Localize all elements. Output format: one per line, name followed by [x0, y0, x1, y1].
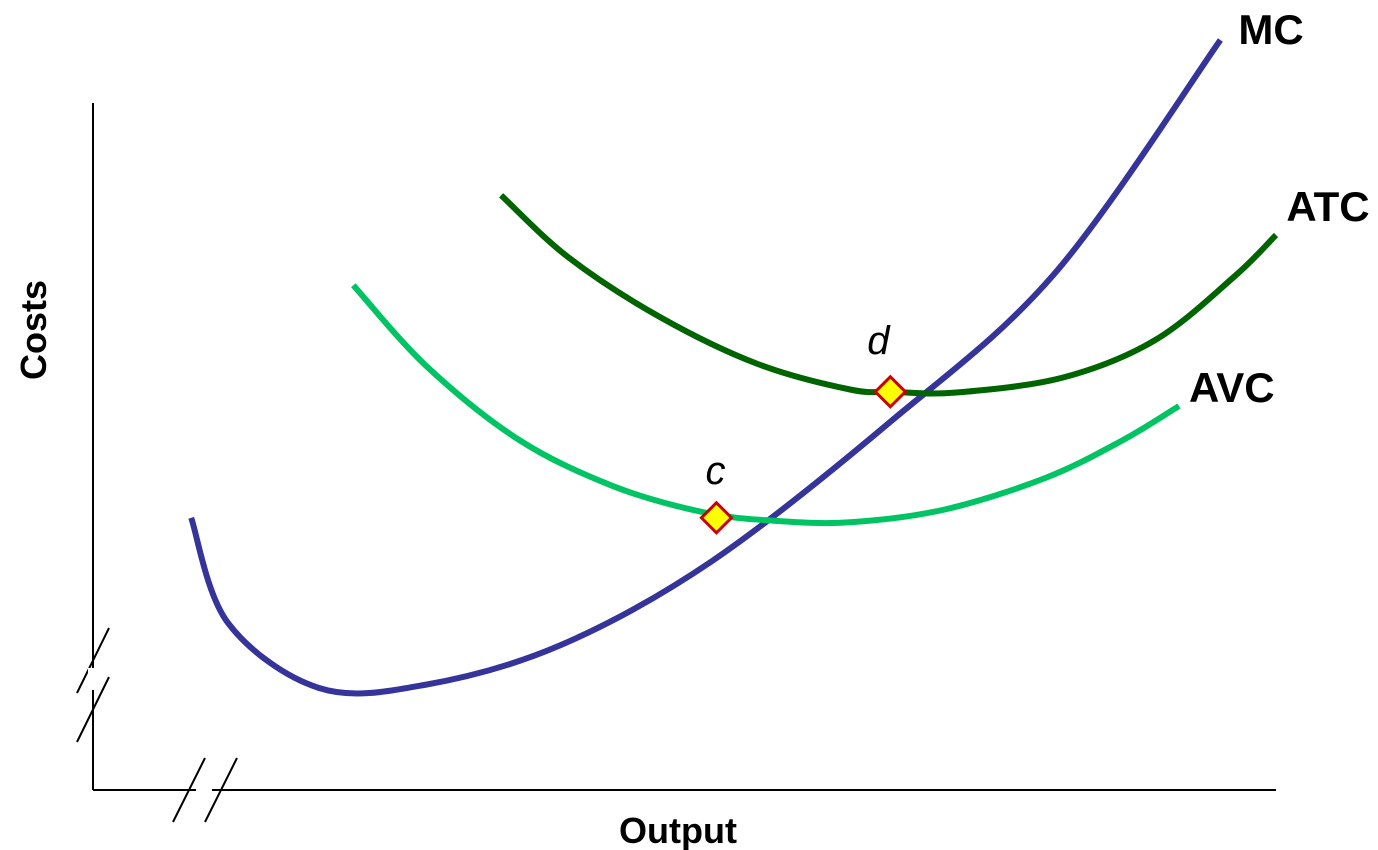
axis-breaks [76, 627, 238, 823]
y-axis-label: Costs [13, 280, 54, 380]
x-axis-break-mark [172, 757, 206, 823]
avc-label: AVC [1189, 364, 1275, 411]
avc-curve [351, 283, 1181, 527]
point-c-marker [699, 500, 734, 535]
mc-curve [188, 38, 1223, 697]
y-axis-break-mark [76, 627, 110, 694]
x-axis-break-mark [204, 757, 238, 823]
curves [188, 38, 1279, 697]
point-c-label: c [705, 449, 725, 493]
point-d-marker [873, 374, 908, 409]
x-axis-label: Output [619, 810, 737, 850]
y-axis-break-gap [88, 668, 100, 690]
x-axis-break-gap [196, 785, 212, 795]
point-d-label: d [867, 319, 891, 363]
axes [92, 103, 1276, 791]
mc-label: MC [1238, 6, 1303, 53]
point-markers [699, 374, 908, 535]
y-axis-break-mark [76, 676, 110, 743]
labels: Costs Output MC ATC AVC c d [13, 6, 1370, 850]
atc-curve [499, 193, 1279, 397]
atc-label: ATC [1286, 183, 1369, 230]
